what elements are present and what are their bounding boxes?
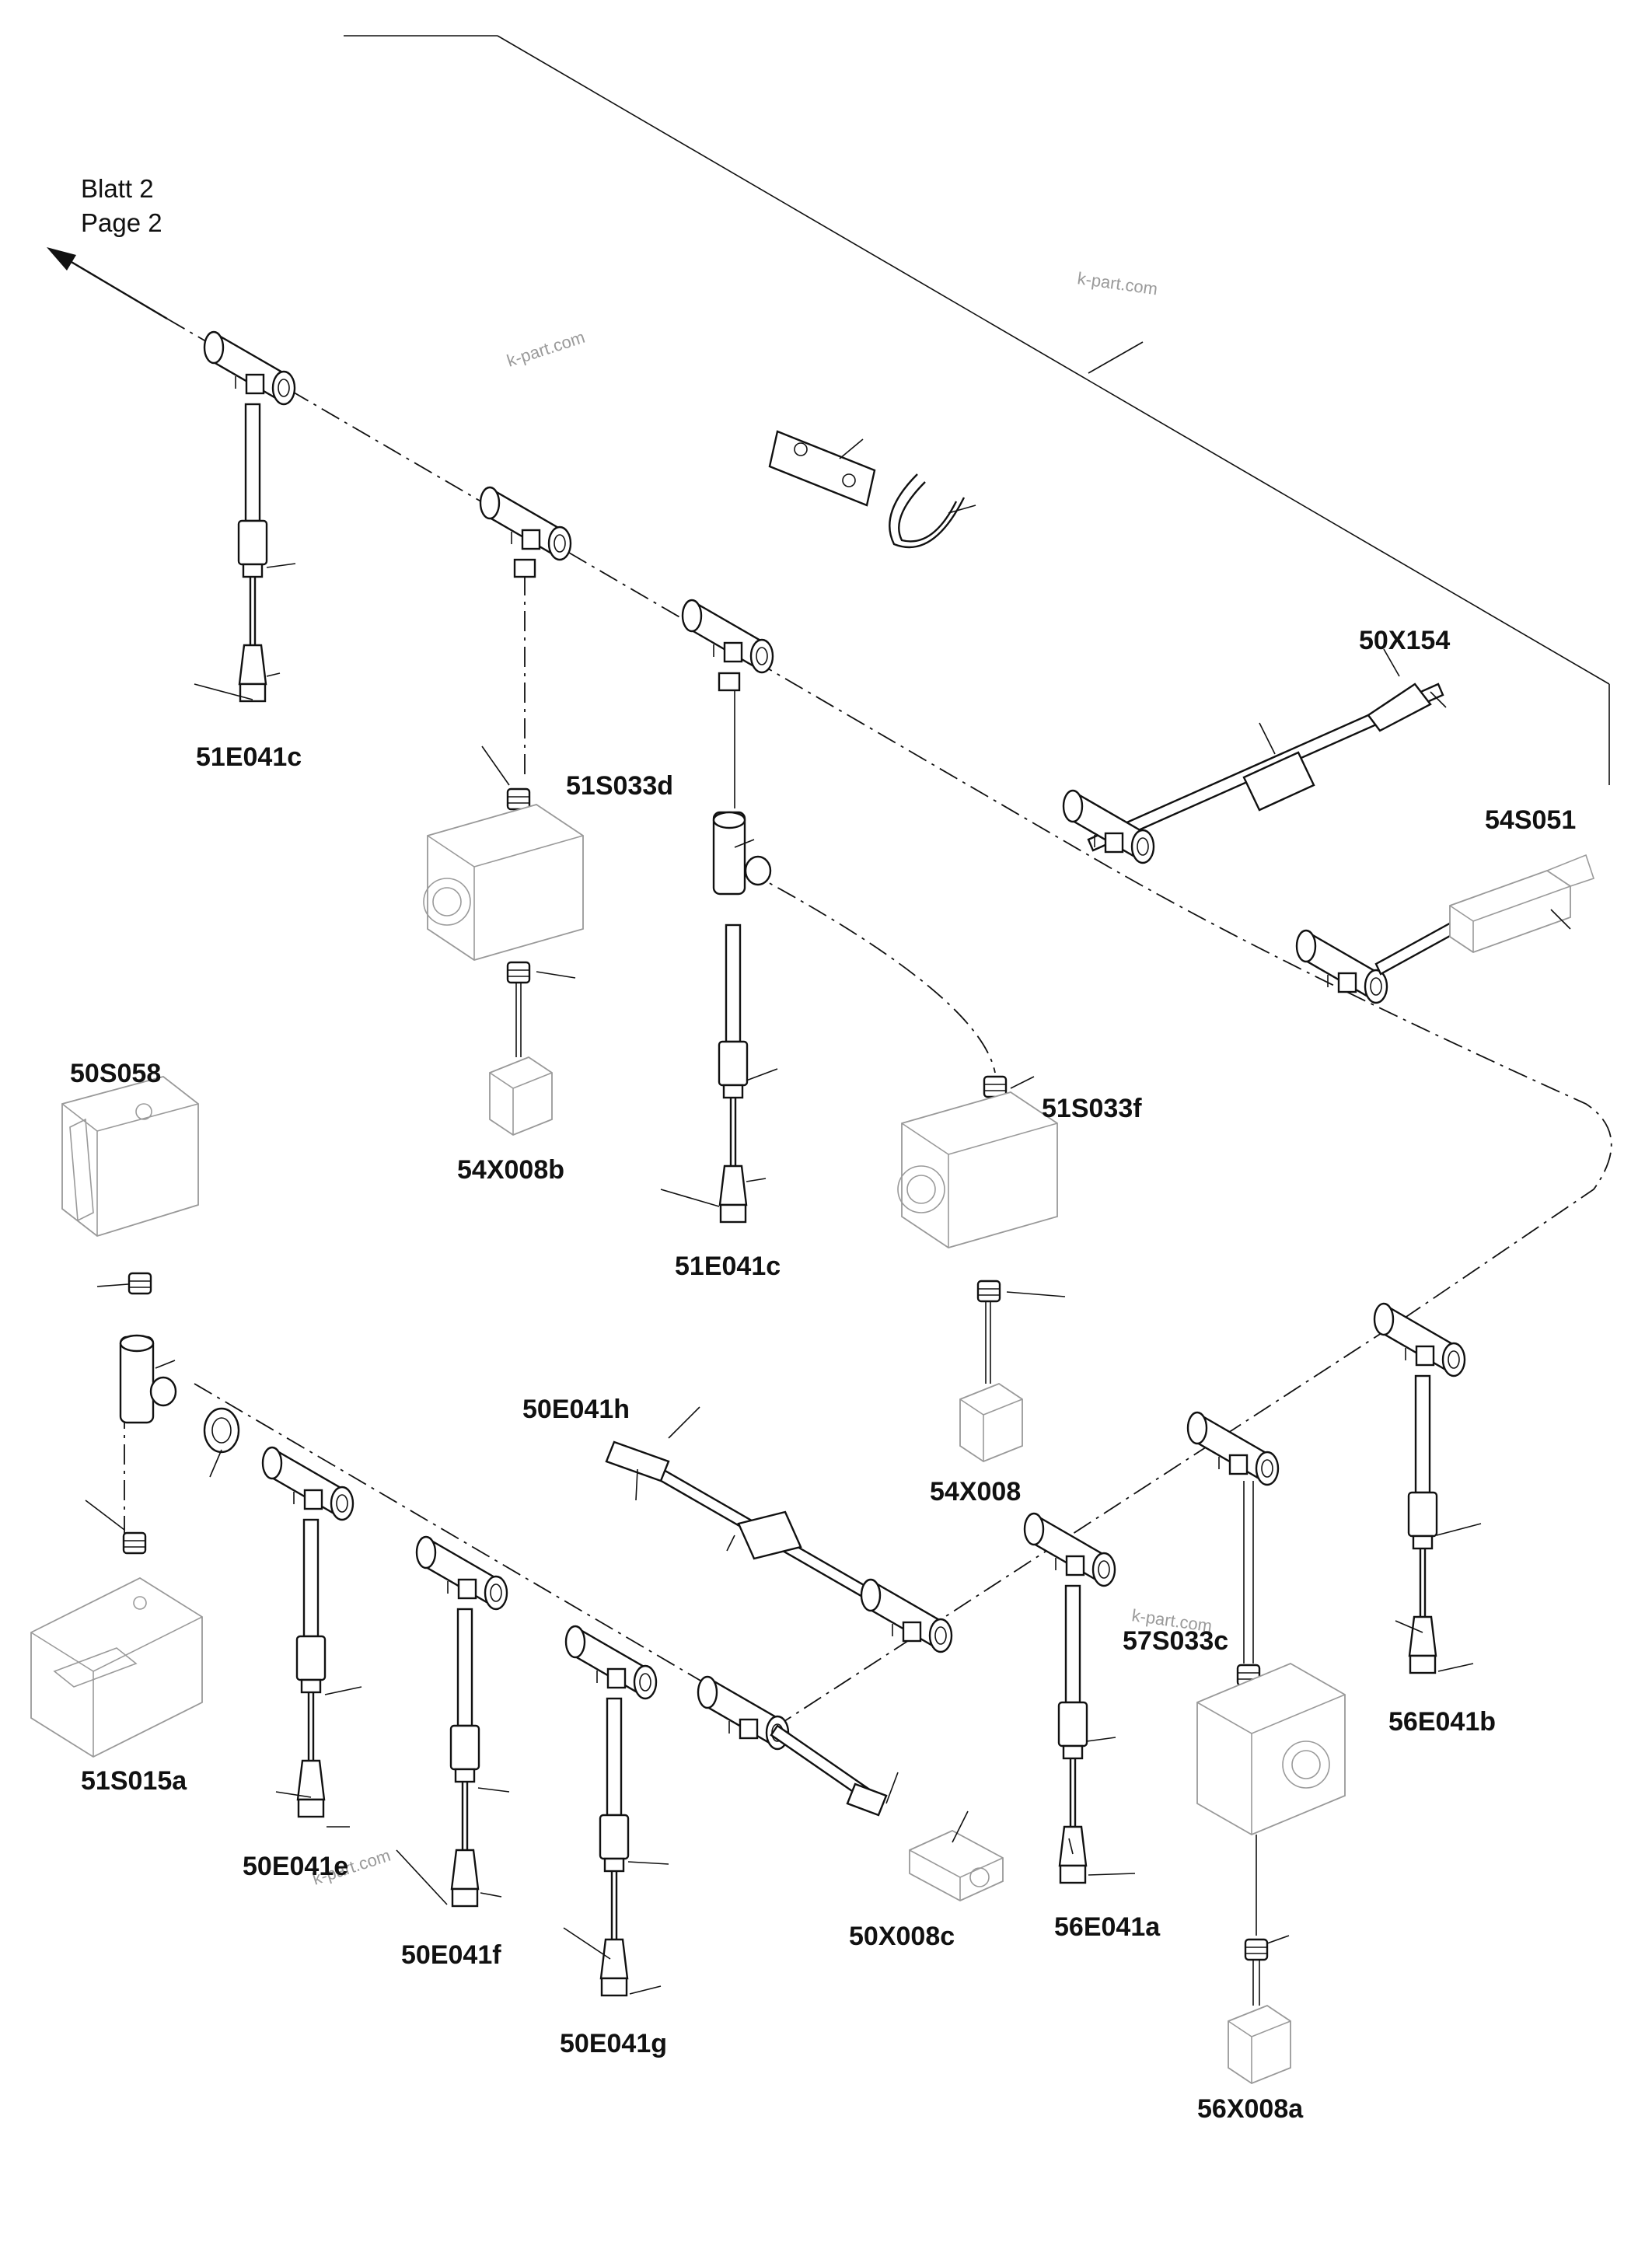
nut-connector bbox=[976, 1280, 1001, 1303]
nut-connector bbox=[127, 1272, 152, 1295]
label-50E041g: 50E041g bbox=[560, 2029, 667, 2058]
cable-assembly bbox=[237, 403, 268, 703]
switch-box bbox=[897, 1091, 1058, 1248]
cable-tie-part bbox=[889, 473, 976, 549]
switch-box bbox=[1449, 854, 1595, 954]
watermark-text: k-part.com bbox=[505, 327, 588, 371]
tee-connector bbox=[1023, 1512, 1116, 1587]
page-reference: Page 2 bbox=[81, 208, 162, 237]
label-50E041h: 50E041h bbox=[522, 1395, 630, 1424]
switch-box bbox=[1196, 1662, 1346, 1836]
label-50X154: 50X154 bbox=[1359, 626, 1450, 655]
label-54X008b: 54X008b bbox=[457, 1155, 564, 1185]
frame-lines bbox=[344, 35, 1610, 785]
switch-box bbox=[423, 804, 584, 961]
routing-path bbox=[124, 318, 1612, 1727]
label-56E041a: 56E041a bbox=[1054, 1912, 1161, 1942]
bracket-part bbox=[768, 430, 876, 507]
label-51E041c-top: 51E041c bbox=[196, 742, 302, 772]
cable-assembly bbox=[295, 1518, 327, 1818]
tee-connector bbox=[261, 1446, 354, 1521]
tee-connector bbox=[1373, 1302, 1466, 1377]
tee-connector bbox=[203, 330, 296, 406]
label-54X008: 54X008 bbox=[930, 1477, 1021, 1507]
label-51S033d: 51S033d bbox=[566, 771, 673, 801]
plug-connector bbox=[1228, 2005, 1291, 2084]
cable-assembly bbox=[1087, 648, 1447, 852]
arrow-left-icon bbox=[47, 247, 168, 320]
nut-connector bbox=[122, 1531, 147, 1555]
plug-connector bbox=[959, 1383, 1023, 1462]
cable-assembly bbox=[599, 1697, 630, 1997]
switch-box bbox=[61, 1076, 199, 1237]
grommet bbox=[203, 1407, 240, 1478]
cable-assembly bbox=[449, 1608, 480, 1908]
nut-connector bbox=[506, 787, 531, 811]
label-56E041b: 56E041b bbox=[1388, 1707, 1496, 1737]
sheet-reference: Blatt 2 bbox=[81, 174, 154, 203]
label-57S033c: 57S033c bbox=[1123, 1626, 1228, 1656]
tee-connector bbox=[712, 811, 772, 896]
cable-assembly bbox=[770, 1724, 899, 1817]
tee-connector bbox=[564, 1625, 658, 1700]
nut-connector bbox=[506, 961, 531, 984]
tee-connector bbox=[1186, 1411, 1280, 1486]
tee-connector bbox=[479, 486, 572, 561]
watermark-text: k-part.com bbox=[1076, 268, 1158, 299]
label-51S015a: 51S015a bbox=[81, 1766, 187, 1796]
label-51S033f: 51S033f bbox=[1042, 1094, 1142, 1123]
nut-connector bbox=[1244, 1938, 1269, 1961]
label-50E041f: 50E041f bbox=[401, 1940, 501, 1970]
cable-assembly bbox=[1057, 1584, 1088, 1884]
tee-connector bbox=[860, 1578, 953, 1653]
label-50E041e: 50E041e bbox=[243, 1852, 348, 1881]
plug-connector bbox=[489, 1056, 553, 1136]
label-51E041c-mid: 51E041c bbox=[675, 1252, 781, 1281]
switch-box bbox=[30, 1576, 203, 1758]
label-54S051: 54S051 bbox=[1485, 805, 1576, 835]
tee-connector bbox=[415, 1535, 508, 1611]
tee-connector bbox=[681, 599, 774, 674]
tee-connector bbox=[1295, 929, 1388, 1004]
label-50X008c: 50X008c bbox=[849, 1922, 955, 1951]
tee-connector bbox=[119, 1334, 177, 1424]
plug-connector bbox=[909, 1829, 1004, 1902]
label-56X008a: 56X008a bbox=[1197, 2094, 1304, 2124]
cable-assembly bbox=[605, 1406, 907, 1620]
cable-assembly bbox=[718, 924, 749, 1224]
label-50S058: 50S058 bbox=[70, 1059, 161, 1088]
